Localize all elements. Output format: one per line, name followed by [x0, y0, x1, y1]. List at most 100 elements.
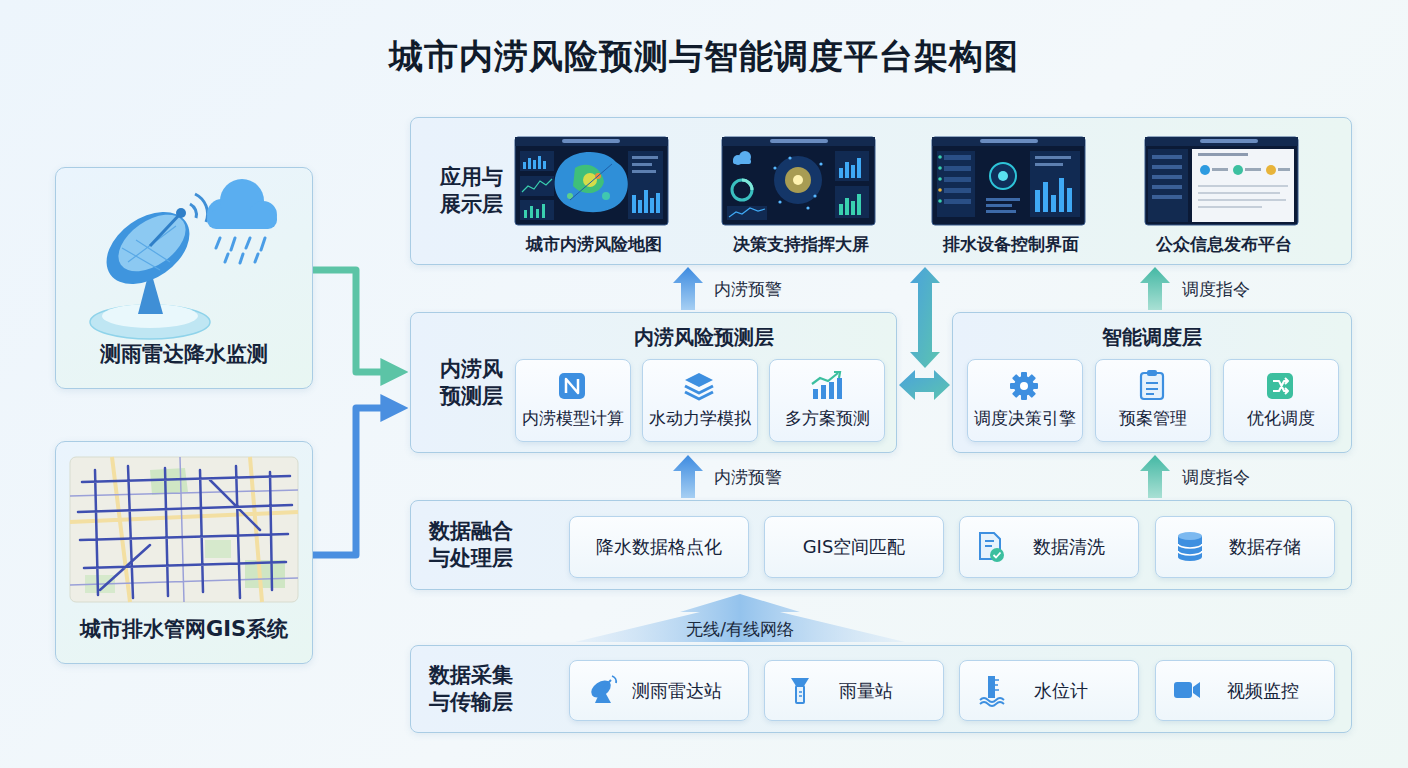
layer-heading: 智能调度层	[953, 324, 1351, 351]
module-label: GIS空间匹配	[803, 535, 906, 559]
screen-mockup	[1051, 195, 1056, 212]
screen-mockup	[857, 158, 861, 178]
gear-icon	[1010, 372, 1038, 400]
screen-card: 公众信息发布平台	[1146, 131, 1301, 258]
pipe-network-map	[150, 468, 188, 495]
radar-illustration	[207, 210, 277, 229]
screen-mockup	[1192, 149, 1294, 222]
screen-mockup	[1278, 168, 1290, 171]
screen-mockup	[515, 137, 668, 146]
radar-illustration	[102, 304, 198, 328]
shuffle-icon	[1267, 373, 1293, 399]
screen-mockup	[819, 162, 822, 165]
clipboard-icon	[1146, 383, 1158, 394]
screen-mockup	[515, 137, 668, 225]
rain-gauge-icon	[799, 692, 802, 696]
radar-station-icon	[588, 676, 616, 703]
screen-mockup	[851, 201, 855, 215]
rain-gauge-icon	[796, 686, 804, 703]
screen-mockup	[932, 137, 1085, 146]
screen-mockup	[1035, 163, 1063, 166]
screen-mockup	[523, 162, 526, 169]
gear-icon	[1014, 376, 1034, 396]
module-box: 优化调度	[1223, 359, 1339, 442]
screen-mockup	[986, 210, 1016, 213]
screen-mockup	[524, 210, 527, 218]
block-arrow	[899, 370, 950, 400]
screen-mockup	[857, 194, 861, 215]
radar-illustration	[90, 179, 277, 339]
screen-mockup	[944, 155, 971, 160]
module-label: 降水数据格点化	[596, 535, 722, 559]
screen-card: 城市内涝风险地图	[516, 131, 671, 258]
screen-mockup	[533, 160, 536, 169]
screen-mockup	[739, 151, 751, 163]
module-label: 内涝模型计算	[516, 407, 630, 430]
pipe-network-map	[70, 457, 298, 602]
module-box: 数据清洗	[959, 516, 1139, 578]
module-label: 视频监控	[1227, 679, 1299, 703]
pipe-network-map	[70, 457, 298, 602]
screen-mockup	[732, 180, 752, 200]
screen-mockup	[515, 137, 668, 225]
clean-icon	[985, 541, 994, 546]
screen-mockup	[938, 199, 942, 203]
layer-band: 数据采集 与传输层测雨雷达站雨量站水位计视频监控	[410, 645, 1352, 733]
module-label: 优化调度	[1224, 407, 1338, 430]
screen-mockup	[729, 208, 765, 217]
radar-station-icon	[612, 676, 616, 683]
screen-mockup	[1198, 153, 1248, 156]
screen-mockup	[656, 193, 660, 213]
layer-label: 应用与 展示层	[423, 164, 519, 219]
chart-icon	[829, 382, 834, 399]
screen-mockup	[839, 168, 843, 178]
screen-mockup	[1198, 206, 1262, 208]
diagram-title: 城市内涝风险预测与智能调度平台架构图	[0, 34, 1408, 80]
screen-mockup	[632, 163, 652, 166]
screen-mockup	[1233, 165, 1243, 175]
video-icon	[1174, 682, 1200, 698]
screen-card: 决策支持指挥大屏	[723, 131, 878, 258]
database-icon	[1178, 532, 1202, 561]
module-box: 视频监控	[1155, 660, 1335, 721]
source-box: 测雨雷达降水监测	[55, 167, 313, 389]
screen-mockup	[1067, 188, 1072, 212]
block-arrow	[1140, 455, 1170, 498]
box-label: 城市排水管网GIS系统	[56, 615, 312, 643]
screen-mockup	[742, 180, 752, 190]
screen-mockup	[944, 199, 971, 204]
screen-mockup	[1200, 165, 1210, 175]
layers-icon	[685, 392, 713, 399]
clipboard-icon	[1147, 370, 1157, 376]
screen-mockup	[1145, 137, 1298, 225]
radar-illustration	[176, 208, 186, 218]
screen-mockup	[938, 188, 942, 192]
radar-illustration	[90, 305, 210, 339]
clipboard-icon	[1141, 373, 1163, 399]
water-level-icon	[995, 680, 999, 690]
clean-icon	[990, 548, 1004, 562]
screen-mockup	[522, 179, 552, 192]
module-label: 数据清洗	[1033, 535, 1105, 559]
screen-label: 城市内涝风险地图	[504, 233, 683, 256]
chart-icon	[813, 389, 818, 399]
gear-icon	[1021, 372, 1027, 400]
clean-icon	[980, 533, 1004, 562]
screen-mockup	[938, 166, 942, 170]
module-box: 内涝模型计算	[515, 359, 631, 442]
layers-icon	[685, 373, 713, 399]
screen-mockup	[793, 175, 803, 185]
screen-mockup	[835, 186, 869, 218]
screen-mockup	[1152, 175, 1182, 179]
screen-mockup	[788, 156, 791, 159]
screen-label: 决策支持指挥大屏	[711, 233, 890, 256]
connector-label: 内涝预警	[714, 277, 782, 301]
module-label: 预案管理	[1096, 407, 1210, 430]
screen-mockup	[543, 161, 546, 169]
radar-illustration	[138, 268, 163, 314]
module-box: 调度决策引擎	[967, 359, 1083, 442]
layer-band: 应用与 展示层城市内涝风险地图决策支持指挥大屏排水设备控制界面公众信息发布平台	[410, 117, 1352, 265]
clipboard-icon	[1141, 370, 1163, 399]
radar-illustration	[207, 199, 237, 229]
radar-illustration	[150, 214, 180, 246]
